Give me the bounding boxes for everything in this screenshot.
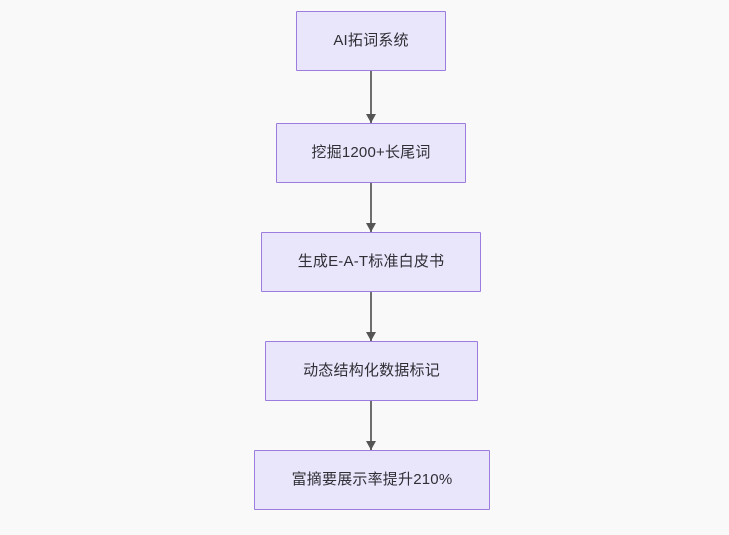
arrow-down-icon — [365, 332, 376, 341]
flowchart-node-mine-longtail-keywords[interactable]: 挖掘1200+长尾词 — [276, 123, 466, 183]
arrow-down-icon — [365, 441, 376, 450]
node-label: 挖掘1200+长尾词 — [311, 144, 431, 161]
edge-line — [370, 71, 372, 123]
flowchart-node-generate-eat-whitepaper[interactable]: 生成E-A-T标准白皮书 — [261, 232, 481, 292]
edge-line — [370, 183, 372, 232]
node-label: AI拓词系统 — [333, 32, 409, 49]
node-label: 富摘要展示率提升210% — [291, 471, 453, 488]
edge-line — [370, 292, 372, 341]
arrow-down-icon — [365, 223, 376, 232]
flowchart-node-rich-snippet-impression-lift[interactable]: 富摘要展示率提升210% — [254, 450, 490, 510]
edge-line — [370, 401, 372, 450]
flowchart-node-ai-keyword-system[interactable]: AI拓词系统 — [296, 11, 446, 71]
node-label: 生成E-A-T标准白皮书 — [297, 253, 445, 270]
flowchart-node-dynamic-structured-data-markup[interactable]: 动态结构化数据标记 — [265, 341, 478, 401]
arrow-down-icon — [365, 114, 376, 123]
node-label: 动态结构化数据标记 — [303, 362, 440, 379]
